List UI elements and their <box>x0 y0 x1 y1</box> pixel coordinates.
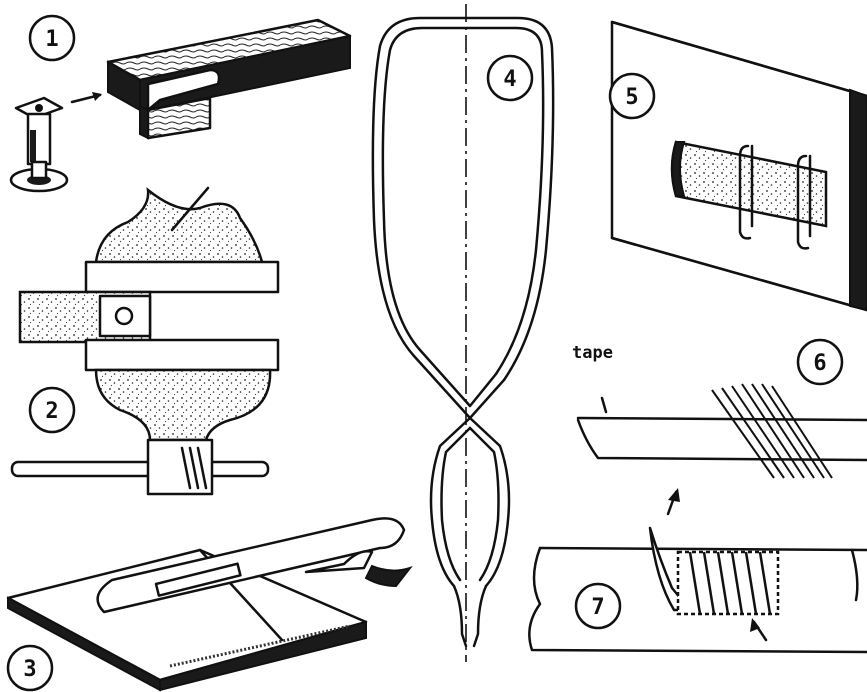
figure-label-5: 5 <box>608 72 656 120</box>
svg-text:7: 7 <box>591 595 604 620</box>
panel-3-plate-with-clip <box>6 517 413 692</box>
panel-4-wire-loop <box>371 4 555 662</box>
svg-text:2: 2 <box>45 399 58 424</box>
panel-5-board-with-staples <box>610 20 867 312</box>
tape-label: tape <box>572 343 613 363</box>
figure-label-3: 3 <box>6 644 54 692</box>
figure-label-6: 6 <box>796 338 844 386</box>
panel-7-wrapped-bar <box>528 488 867 654</box>
panel-6-tape-strip <box>576 383 867 479</box>
panel-2-vise-clamp <box>10 186 280 496</box>
figure-label-1: 1 <box>28 14 76 62</box>
svg-text:1: 1 <box>45 27 58 52</box>
figure-label-7: 7 <box>574 582 622 630</box>
svg-text:6: 6 <box>813 351 826 376</box>
svg-text:5: 5 <box>625 85 638 110</box>
panel-1-wood-block <box>9 18 352 193</box>
svg-text:4: 4 <box>503 67 516 92</box>
figure-label-4: 4 <box>486 54 534 102</box>
svg-text:3: 3 <box>23 657 36 682</box>
figure-label-2: 2 <box>28 386 76 434</box>
